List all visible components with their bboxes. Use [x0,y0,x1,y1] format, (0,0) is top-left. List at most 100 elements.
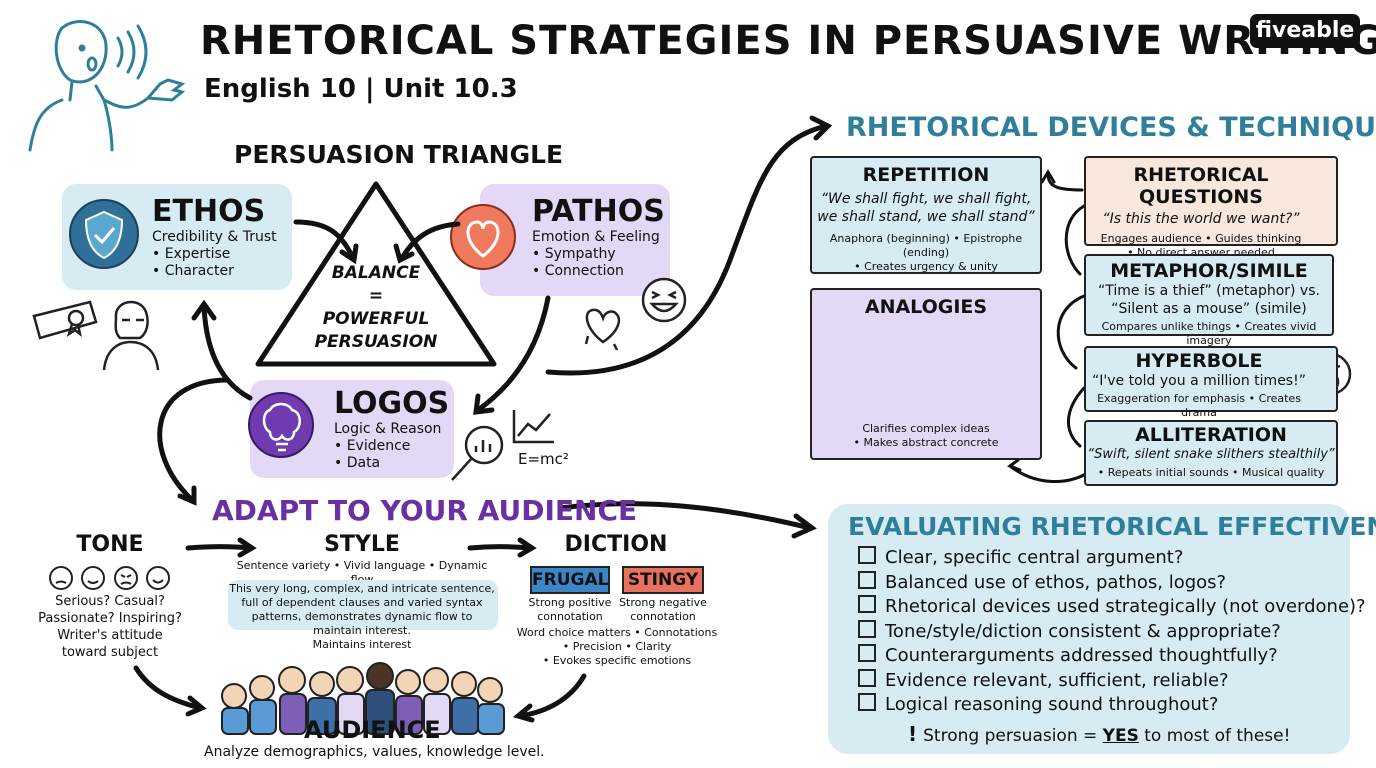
evaluating-card [828,504,1350,754]
evaluating-footer: !Strong persuasion = YES to most of thes… [908,722,1290,746]
checklist-item[interactable]: Clear, specific central argument? [858,546,1366,571]
device-connectors [1006,169,1094,483]
style-example-box [228,580,498,630]
powerful-text: POWERFUL [322,309,430,329]
logos-line2: • Evidence [334,438,411,454]
repetition-quote2: we shall stand, we shall stand” [817,209,1035,225]
checklist-item-text: Tone/style/diction consistent & appropri… [885,620,1281,642]
checklist-item-text: Logical reasoning sound throughout? [885,694,1219,715]
analogies-title: ANALOGIES [864,296,988,318]
fiveable-logo[interactable]: fiveable [1250,14,1360,48]
metaphor-quote2: “Silent as a mouse” (simile) [1111,301,1307,317]
evaluating-heading: EVALUATING RHETORICAL EFFECTIVENESS [848,512,1376,541]
checklist-item[interactable]: Counterarguments addressed thoughtfully? [858,644,1366,669]
hyperbole-title: HYPERBOLE [1135,350,1263,372]
checklist-item-text: Rhetorical devices used strategically (n… [885,596,1366,617]
triangle-heading: PERSUASION TRIANGLE [234,140,564,169]
audience-heading: ADAPT TO YOUR AUDIENCE [212,494,638,527]
expert-person-icon [102,300,160,371]
stingy-connotation: Strong negative connotation [614,596,712,624]
repetition-title: REPETITION [862,164,990,186]
logos-line1: Logic & Reason [334,421,442,437]
pathos-title: PATHOS [532,194,665,229]
style-example: This very long, complex, and intricate s… [224,582,500,652]
pathos-text: PATHOS Emotion & Feeling • Sympathy • Co… [532,194,665,280]
style-p1: This very long, complex, and intricate s… [229,582,495,595]
diction-title: DICTION [564,532,668,557]
frugal-conn-line2: connotation [537,610,603,623]
audience-note: Analyze demographics, values, knowledge … [204,744,545,760]
alliteration-card: ALLITERATION “Swift, silent snake slithe… [1084,420,1338,486]
alliteration-note: • Repeats initial sounds • Musical quali… [1097,466,1325,479]
footer-post: to most of these! [1138,726,1291,746]
speaker-figure-icon [28,20,186,152]
logos-title: LOGOS [334,386,450,421]
logos-line3: • Data [334,455,381,471]
checklist-item[interactable]: Balanced use of ethos, pathos, logos? [858,570,1366,596]
magnifier-chart-icon [451,410,554,481]
metaphor-title: METAPHOR/SIMILE [1110,260,1308,282]
diction-note1: Word choice matters • Connotations [516,626,718,639]
metaphor-note: Compares unlike things • Creates vivid i… [1101,320,1317,347]
style-title: STYLE [324,532,400,557]
metaphor-quote1: “Time is a thief” (metaphor) vs. [1098,283,1320,299]
checklist-item[interactable]: Logical reasoning sound throughout? [858,693,1366,718]
triangle-center-text: BALANCE = POWERFUL PERSUASION [300,262,452,354]
repetition-note2: • Creates urgency & unity [854,260,998,273]
metaphor-card: METAPHOR/SIMILE “Time is a thief” (metap… [1084,254,1334,347]
checkbox[interactable] [858,619,876,638]
checkbox[interactable] [858,693,876,711]
analogies-note1: Clarifies complex ideas [862,422,990,435]
checkbox[interactable] [858,644,876,662]
equals-text: = [368,286,384,306]
audience-crowd-icon [221,662,505,735]
hyperbole-card: HYPERBOLE “I've told you a million times… [1084,346,1338,419]
checkbox[interactable] [858,595,876,613]
alliteration-title: ALLITERATION [1135,424,1287,446]
checklist-item[interactable]: Rhetorical devices used strategically (n… [858,595,1366,620]
persuasion-text: PERSUASION [314,332,438,352]
formula-text: E=mc² [518,450,569,468]
diction-notes: Word choice matters • Connotations • Pre… [510,626,724,668]
checklist-item[interactable]: Tone/style/diction consistent & appropri… [858,619,1366,645]
persuasion-triangle [255,181,497,367]
brain-icon [248,392,314,458]
stingy-badge: STINGY [622,566,704,594]
style-p4: maintain interest. [313,624,411,637]
laughing-emoji-icon [641,277,687,323]
stingy-conn-line1: Strong negative [619,596,707,609]
ethos-line1: Credibility & Trust [152,229,277,245]
checklist: Clear, specific central argument?Balance… [858,546,1366,718]
flow-arrows [133,115,833,723]
tone-title: TONE [76,532,144,557]
frugal-conn-line1: Strong positive [528,596,612,609]
shield-check-icon [69,199,139,269]
style-p3: patterns, demonstrates dynamic flow to [251,610,473,623]
ethos-line2: • Expertise [152,246,231,262]
ethos-line3: • Character [152,263,234,279]
tone-line2: Passionate? Inspiring? [38,611,182,626]
checkbox[interactable] [858,570,876,589]
diction-note3: • Evokes specific emotions [542,654,692,667]
footer-pre: Strong persuasion = [923,726,1103,746]
checklist-item-text: Clear, specific central argument? [885,547,1184,568]
repetition-note1: Anaphora (beginning) • Epistrophe (endin… [829,232,1023,259]
checkbox[interactable] [858,668,876,687]
tone-line4: toward subject [61,645,159,660]
checklist-item[interactable]: Evidence relevant, sufficient, reliable? [858,668,1366,694]
small-heart-icon [584,308,621,351]
pathos-line3: • Connection [532,263,624,279]
page-title: RHETORICAL STRATEGIES IN PERSUASIVE WRIT… [200,18,1376,64]
questions-title: RHETORICAL QUESTIONS [1133,164,1269,208]
stingy-conn-line2: connotation [630,610,696,623]
heart-icon [450,204,516,270]
logos-text: LOGOS Logic & Reason • Evidence • Data [334,386,449,472]
hyperbole-quote: “I've told you a million times!” [1092,373,1306,389]
balance-text: BALANCE [331,263,421,283]
style-p2: full of dependent clauses and varied syn… [241,596,483,609]
tone-line1: Serious? Casual? [55,594,165,609]
diction-note2: • Precision • Clarity [562,640,672,653]
pathos-line2: • Sympathy [532,246,616,262]
checkbox[interactable] [858,546,876,564]
